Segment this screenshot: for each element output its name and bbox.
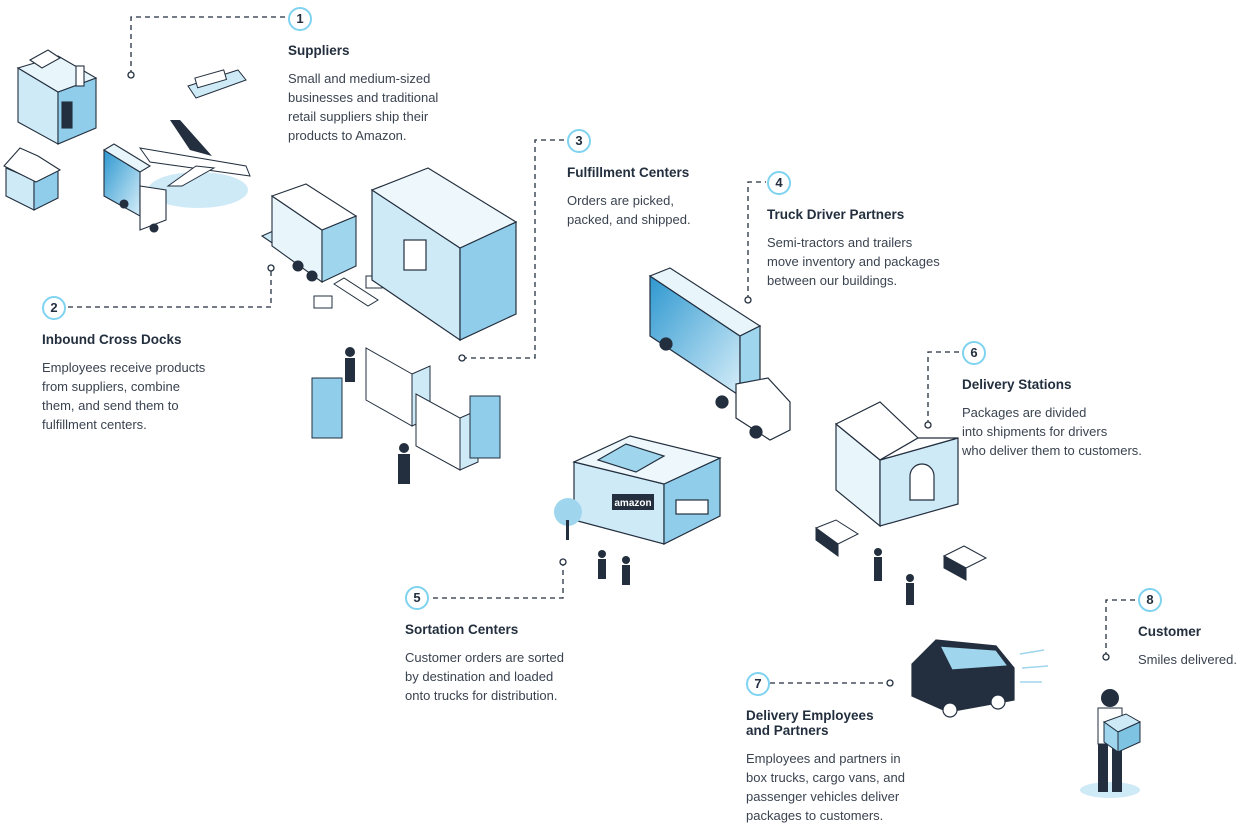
step-delivery-stations: 6 Delivery Stations Packages are divided… bbox=[962, 341, 1142, 460]
step-number-badge: 3 bbox=[567, 129, 591, 153]
step-number-badge: 7 bbox=[746, 672, 770, 696]
delivery-station-building-icon bbox=[834, 401, 959, 528]
step-truck-driver-partners: 4 Truck Driver Partners Semi-tractors an… bbox=[767, 171, 940, 290]
cargo-ship-icon bbox=[187, 69, 247, 99]
factory-building-icon bbox=[16, 49, 98, 145]
step-customer: 8 Customer Smiles delivered. bbox=[1138, 588, 1237, 669]
step-number-badge: 8 bbox=[1138, 588, 1162, 612]
storage-shelves-icon bbox=[311, 347, 501, 471]
station-workers-icon bbox=[874, 548, 914, 605]
step-description: Smiles delivered. bbox=[1138, 652, 1237, 667]
cross-dock-trailer-icon bbox=[260, 183, 358, 284]
step-title: Truck Driver Partners bbox=[767, 207, 905, 222]
step-title: Delivery Stations bbox=[962, 377, 1072, 392]
step-title: Customer bbox=[1138, 624, 1202, 639]
step-fulfillment-centers: 3 Fulfillment Centers Orders are picked,… bbox=[567, 129, 691, 229]
delivery-van-icon bbox=[911, 639, 1049, 718]
amazon-sign-text: amazon bbox=[614, 498, 651, 509]
delivery-packages-icon bbox=[814, 519, 988, 581]
airplane-icon bbox=[138, 120, 251, 208]
fulfillment-center-building-icon bbox=[370, 167, 518, 342]
step-sortation-centers: 5 Sortation Centers Customer orders are … bbox=[405, 586, 564, 705]
connector-dots bbox=[127, 71, 1110, 687]
semi-truck-icon bbox=[648, 267, 791, 441]
step-delivery-employees-and-partners: 7 Delivery Employees and Partners Employ… bbox=[746, 672, 905, 825]
step-number-badge: 4 bbox=[767, 171, 791, 195]
small-warehouse-icon bbox=[3, 147, 62, 211]
step-title: Sortation Centers bbox=[405, 622, 519, 637]
step-number-badge: 2 bbox=[42, 296, 66, 320]
sortation-center-building-icon bbox=[572, 435, 722, 545]
sortation-workers-icon bbox=[598, 550, 630, 585]
step-title: Fulfillment Centers bbox=[567, 165, 690, 180]
step-description: Orders are picked,packed, and shipped. bbox=[567, 193, 691, 227]
dashed-connectors bbox=[68, 16, 1136, 684]
step-number-badge: 5 bbox=[405, 586, 429, 610]
box-truck-icon bbox=[102, 143, 167, 233]
step-title: Delivery Employees and Partners bbox=[746, 708, 874, 738]
warehouse-workers-icon bbox=[345, 347, 410, 484]
step-title: Inbound Cross Docks bbox=[42, 332, 182, 347]
amazon-sign: amazon bbox=[612, 494, 654, 510]
step-title: Suppliers bbox=[288, 43, 350, 58]
customer-figure-icon bbox=[1080, 689, 1142, 798]
step-inbound-cross-docks: 2 Inbound Cross Docks Employees receive … bbox=[42, 296, 205, 434]
step-number-badge: 1 bbox=[288, 7, 312, 31]
step-number-badge: 6 bbox=[962, 341, 986, 365]
tree-icon bbox=[554, 498, 582, 540]
